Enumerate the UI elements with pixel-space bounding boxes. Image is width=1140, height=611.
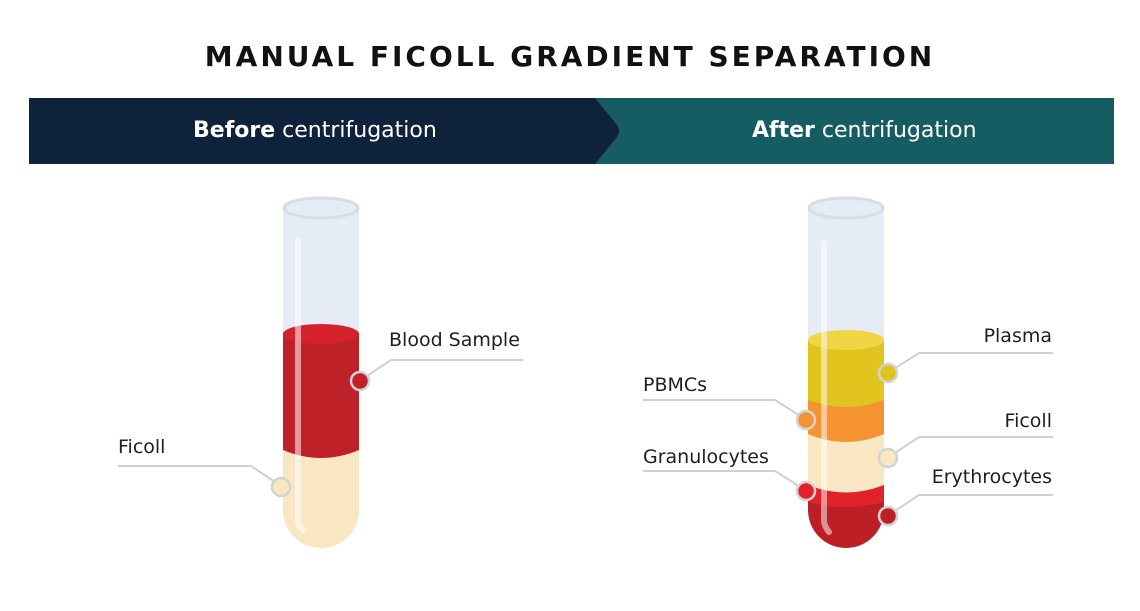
granulocytes-dot bbox=[795, 480, 817, 502]
blood-sample-dot bbox=[349, 370, 371, 392]
callout-granulocytes bbox=[643, 470, 817, 502]
tube-before bbox=[282, 196, 360, 548]
label-granulocytes: Granulocytes bbox=[643, 446, 769, 468]
pbmcs-dot bbox=[795, 409, 817, 431]
label-ficoll-before: Ficoll bbox=[118, 436, 166, 458]
callout-ficoll-after bbox=[877, 436, 1053, 469]
ficoll-before-dot bbox=[270, 476, 292, 498]
banner-after: After centrifugation bbox=[752, 98, 977, 164]
erythrocytes-dot bbox=[877, 505, 899, 527]
banner-after-rest: centrifugation bbox=[814, 118, 977, 143]
callout-plasma bbox=[877, 352, 1053, 384]
banner-before: Before centrifugation bbox=[193, 98, 437, 164]
label-plasma: Plasma bbox=[983, 325, 1052, 347]
callout-blood-sample bbox=[349, 359, 523, 392]
callout-pbmcs bbox=[643, 399, 817, 431]
banner-before-bold: Before bbox=[193, 118, 276, 143]
callout-erythrocytes bbox=[877, 494, 1053, 527]
plasma-dot bbox=[877, 362, 899, 384]
label-blood-sample: Blood Sample bbox=[389, 329, 520, 351]
label-ficoll-after: Ficoll bbox=[1004, 410, 1052, 432]
label-erythrocytes: Erythrocytes bbox=[931, 466, 1052, 488]
label-pbmcs: PBMCs bbox=[643, 374, 708, 396]
process-banner: Before centrifugation After centrifugati… bbox=[29, 98, 1114, 164]
callout-ficoll-before bbox=[118, 465, 292, 498]
banner-before-rest: centrifugation bbox=[275, 118, 437, 143]
tube-after bbox=[807, 196, 885, 548]
banner-arrow-shape bbox=[29, 98, 1114, 164]
banner-after-bold: After bbox=[752, 118, 815, 143]
page-title: MANUAL FICOLL GRADIENT SEPARATION bbox=[204, 40, 936, 73]
ficoll-after-dot bbox=[877, 447, 899, 469]
